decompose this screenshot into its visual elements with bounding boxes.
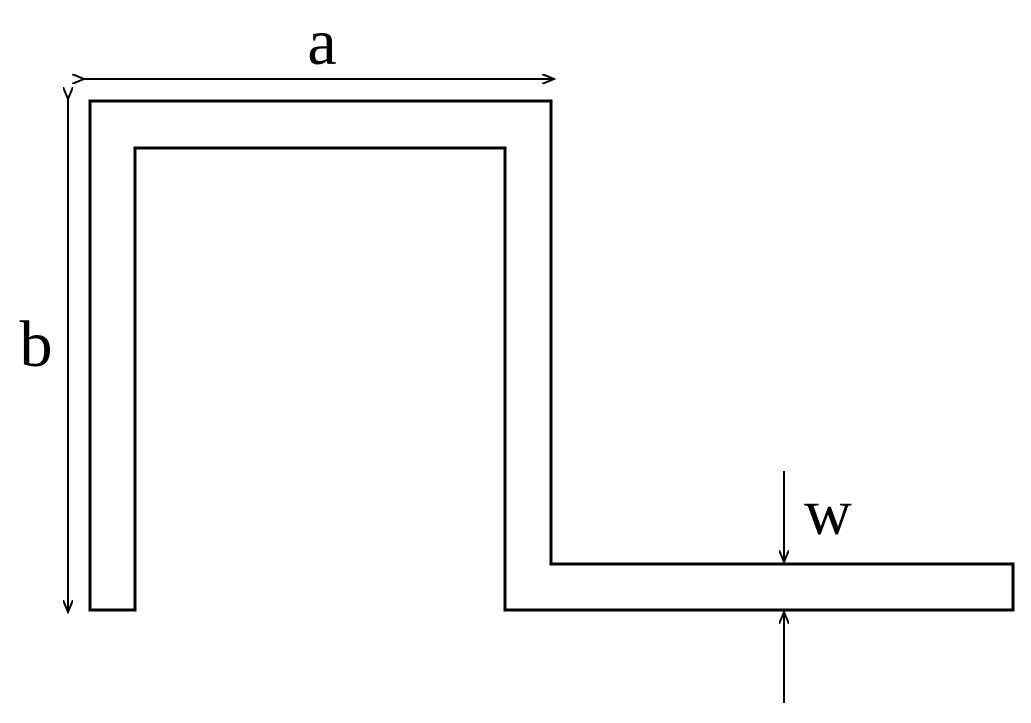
label-w: w [804,476,852,549]
label-a: a [307,6,336,79]
label-b: b [20,308,53,381]
strip-outline [88,99,1015,612]
